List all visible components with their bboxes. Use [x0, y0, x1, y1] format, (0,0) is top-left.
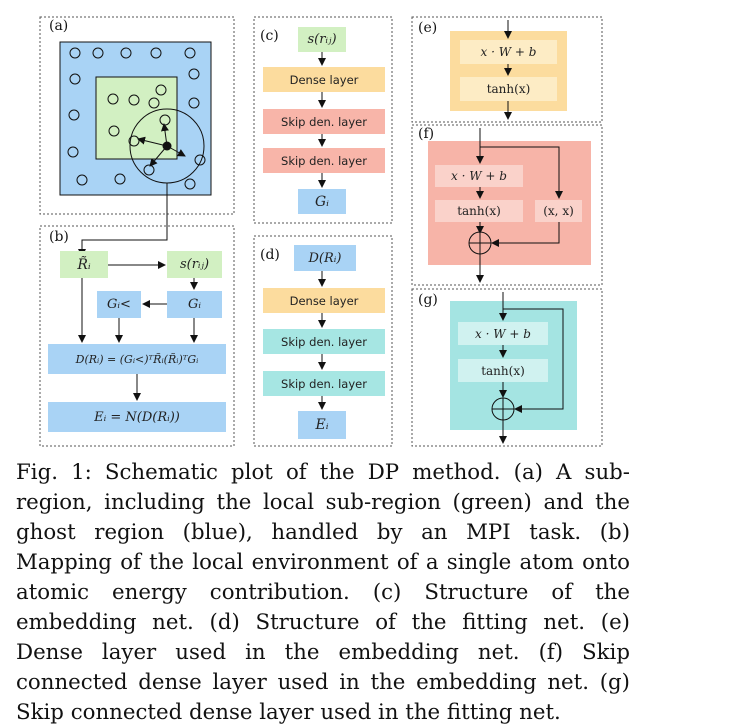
panel-c-frame [253, 16, 393, 224]
descriptor-equation: D(Rᵢ) = (Gᵢ<)ᵀR̃ᵢ(R̃ᵢ)ᵀGᵢ [75, 352, 199, 366]
r-tilde-node: R̃ᵢ [77, 256, 91, 273]
panel-g-frame [411, 288, 603, 447]
fitting-input-node: D(Rᵢ) [308, 250, 342, 266]
panel-e-shapes [450, 20, 567, 120]
embedding-output-node: Gᵢ [315, 193, 329, 210]
g-node: Gᵢ [188, 297, 201, 312]
panel-g-shapes [450, 292, 577, 444]
g-affine-node: x · W + b [475, 326, 531, 341]
subregion-diagram [59, 41, 212, 257]
panel-e-label: (e) [418, 20, 438, 36]
panel-a-label: (a) [49, 18, 69, 34]
embedding-skip-layer-1: Skip den. layer [281, 114, 367, 129]
panel-b-frame [39, 225, 235, 447]
panel-f-frame [411, 124, 603, 286]
panel-e-frame [411, 16, 603, 123]
panel-d-shapes [263, 245, 385, 439]
panel-d-label: (d) [260, 247, 280, 263]
embedding-dense-layer: Dense layer [289, 72, 359, 87]
g-activation-node: tanh(x) [481, 363, 525, 378]
g-less-node: Gᵢ< [107, 297, 131, 312]
e-affine-node: x · W + b [480, 45, 537, 59]
panel-c-shapes [263, 27, 385, 214]
panel-a-frame [39, 16, 235, 215]
fitting-dense-layer: Dense layer [289, 293, 359, 308]
panel-b-shapes [48, 251, 226, 432]
embedding-skip-layer-2: Skip den. layer [281, 153, 367, 168]
fitting-output-node: Eᵢ [315, 417, 329, 433]
figure-caption: Fig. 1: Schematic plot of the DP method.… [16, 460, 630, 725]
s-rij-node: s(rᵢⱼ) [179, 257, 210, 272]
f-concat-node: (x, x) [543, 204, 574, 218]
panel-b-label: (b) [49, 229, 69, 245]
f-activation-node: tanh(x) [457, 204, 501, 218]
diagram-canvas [39, 16, 603, 447]
fitting-skip-layer-1: Skip den. layer [281, 334, 367, 349]
embedding-input-node: s(rᵢⱼ) [307, 32, 337, 47]
f-affine-node: x · W + b [451, 169, 507, 183]
panel-g-label: (g) [418, 292, 438, 308]
panel-c-label: (c) [260, 28, 279, 44]
energy-equation: Eᵢ = N(D(Rᵢ)) [94, 409, 180, 425]
fitting-skip-layer-2: Skip den. layer [281, 376, 367, 391]
panel-f-label: (f) [418, 126, 435, 142]
e-activation-node: tanh(x) [486, 82, 531, 96]
panel-d-frame [253, 235, 393, 447]
panel-f-shapes [428, 128, 591, 283]
